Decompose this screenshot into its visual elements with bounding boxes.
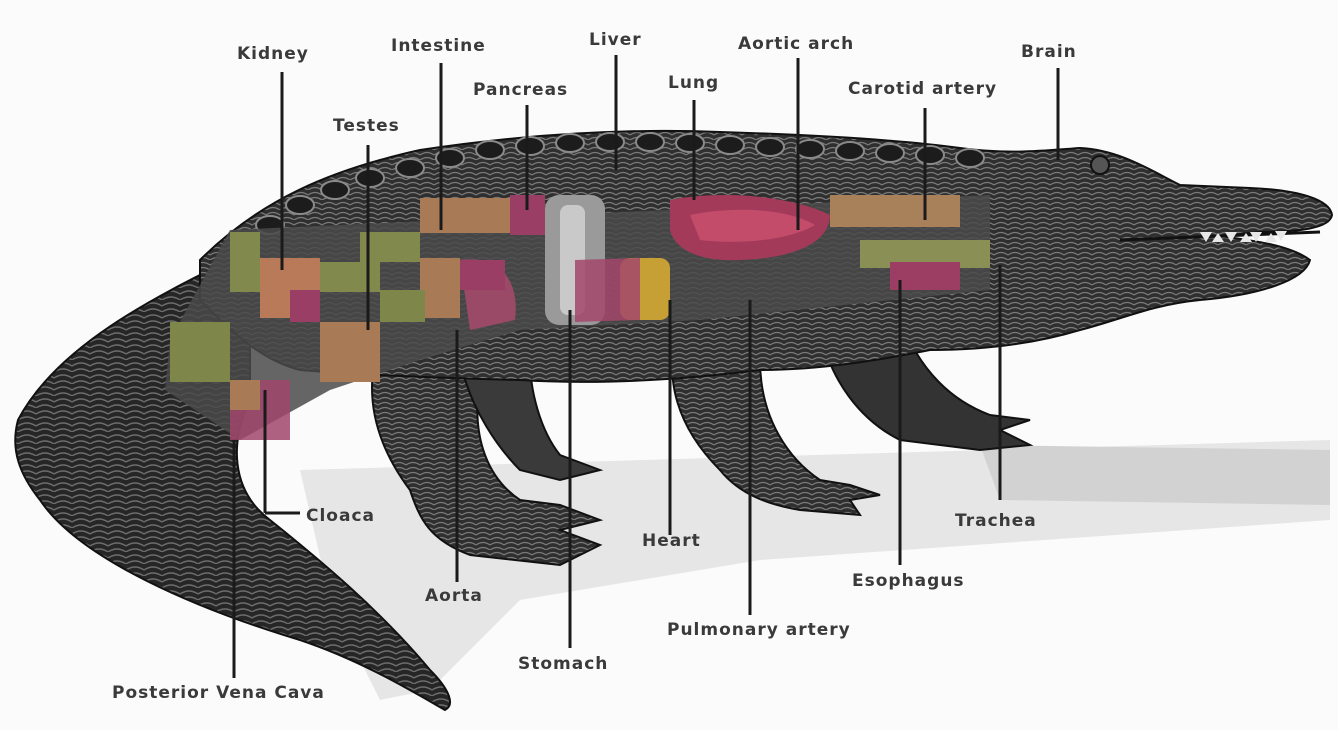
label-esophagus: Esophagus <box>852 571 965 591</box>
organ-pink-1 <box>290 290 320 322</box>
label-intestine: Intestine <box>391 36 486 56</box>
label-liver: Liver <box>589 30 642 50</box>
label-heart: Heart <box>642 531 701 551</box>
label-brain: Brain <box>1021 42 1077 62</box>
organ-pink-2 <box>460 260 505 290</box>
heart-organ <box>575 258 640 322</box>
organ-olive-2 <box>320 262 380 292</box>
intestine-organ-1 <box>420 198 510 233</box>
intestine-organ-2 <box>420 258 460 318</box>
carotid-artery-organ <box>830 195 960 227</box>
label-pulmonary-artery: Pulmonary artery <box>667 620 851 640</box>
testes-organ <box>320 322 380 382</box>
label-trachea: Trachea <box>955 511 1037 531</box>
label-carotid-artery: Carotid artery <box>848 79 997 99</box>
label-cloaca: Cloaca <box>306 506 375 526</box>
label-posterior-vena-cava: Posterior Vena Cava <box>112 683 325 703</box>
organ-olive-1 <box>230 232 260 292</box>
label-testes: Testes <box>333 116 400 136</box>
label-kidney: Kidney <box>237 44 309 64</box>
organ-tan-1 <box>230 380 260 410</box>
label-stomach: Stomach <box>518 654 608 674</box>
eye <box>1091 156 1109 174</box>
label-aortic-arch: Aortic arch <box>738 34 854 54</box>
label-lung: Lung <box>668 73 719 93</box>
organ-olive-5 <box>380 290 425 322</box>
label-aorta: Aorta <box>425 586 483 606</box>
label-pancreas: Pancreas <box>473 80 568 100</box>
organ-olive-4 <box>170 322 230 382</box>
